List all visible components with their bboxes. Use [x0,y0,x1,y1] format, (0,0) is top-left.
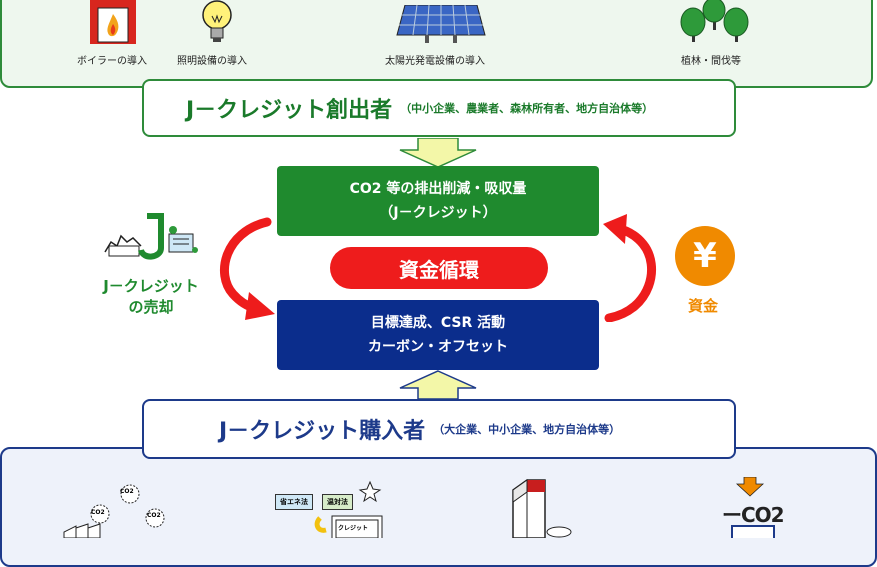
reduction-line1: CO2 等の排出削減・吸収量 [349,181,527,197]
co2-tag-1: CO2 [120,488,134,495]
up-arrow-icon [399,370,477,400]
energy-saving-law-tag: 省エネ法 [275,494,313,510]
goal-achievement-box: 目標達成、CSR 活動 カーボン・オフセット [277,300,599,370]
creator-note: （中小企業、農業者、森林所有者、地方自治体等） [400,102,654,115]
credit-document-icon [314,480,383,538]
credit-sale-line1: J－クレジット [103,277,199,295]
fund-cycle-pill: 資金循環 [330,247,548,289]
creator-title: J－クレジット創出者 [186,98,393,123]
boiler-icon [90,0,136,44]
reduction-credit-box: CO2 等の排出削減・吸収量 （J－クレジット） [277,166,599,236]
creator-banner: J－クレジット創出者 （中小企業、農業者、森林所有者、地方自治体等） [142,79,736,137]
solar-panel-icon [396,5,486,43]
orange-down-arrow-icon [735,477,765,497]
yen-symbol: ¥ [693,236,717,276]
milk-carton-icon [512,479,572,538]
fund-cycle-label: 資金循環 [399,257,479,282]
solar-label: 太陽光発電設備の導入 [385,56,485,67]
boiler-label: ボイラーの導入 [77,56,147,67]
credit-sale-label: J－クレジット の売却 [95,276,207,318]
yen-coin-icon: ¥ [675,226,735,286]
climate-law-tag: 温対法 [322,494,353,510]
forest-label: 植林・間伐等 [681,56,741,67]
lighting-label: 照明設備の導入 [177,56,247,67]
right-cycle-arrow-icon [603,214,656,322]
j-credit-illustration-icon [104,213,198,260]
light-bulb-icon [202,0,232,42]
reduction-line2: （J－クレジット） [379,205,497,221]
goal-line1: 目標達成、CSR 活動 [370,315,506,331]
monitor-icon [731,525,775,538]
goal-line2: カーボン・オフセット [368,339,508,355]
funds-label: 資金 [688,297,719,315]
minus-co2-label: ーCO2 [722,503,785,527]
credit-sale-line2: の売却 [128,298,174,316]
co2-tag-2: CO2 [91,509,105,516]
down-arrow-icon [399,138,477,168]
buyer-note: （大企業、中小企業、地方自治体等） [433,423,621,436]
buyer-banner: J－クレジット購入者 （大企業、中小企業、地方自治体等） [142,399,736,459]
co2-tag-3: CO2 [147,512,161,519]
credit-doc-label: クレジット [338,525,369,532]
factory-co2-icon [63,484,165,538]
trees-icon [680,0,749,42]
left-cycle-arrow-icon [220,217,275,320]
buyer-title: J－クレジット購入者 [219,419,426,444]
